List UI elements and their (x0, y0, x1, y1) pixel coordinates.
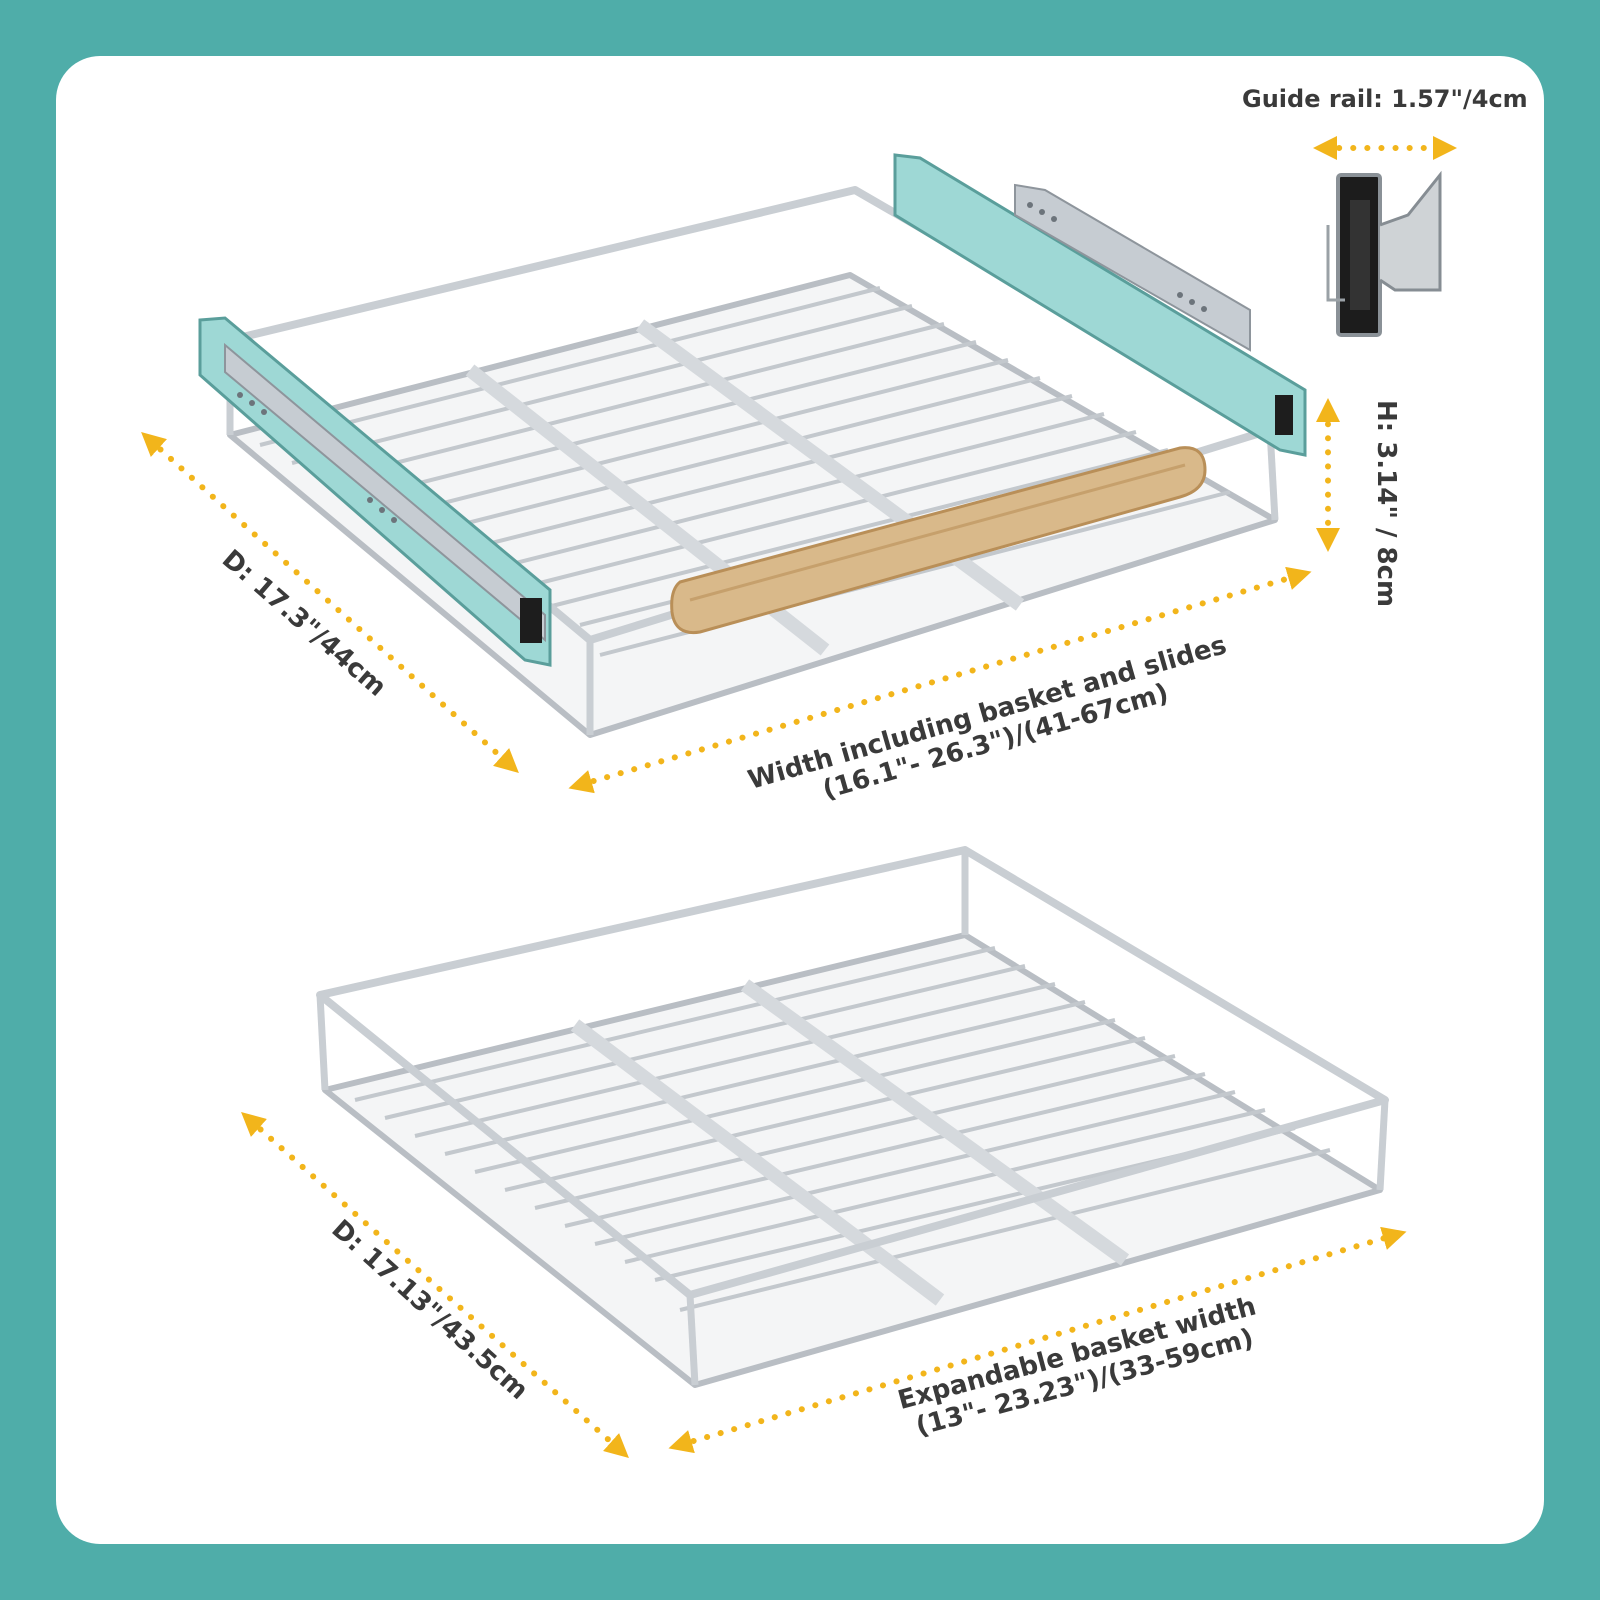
guide-rail-cross-section-icon (1326, 170, 1442, 337)
height-label: H: 3.14" / 8cm (1371, 400, 1401, 608)
basket-with-slides-icon (198, 153, 1307, 738)
right-slide-rail-icon (893, 153, 1307, 457)
dotted-double-arrow-icon (241, 1112, 1407, 1458)
dotted-double-arrow-icon (141, 136, 1457, 794)
guide-rail-label: Guide rail: 1.57"/4cm (1242, 85, 1528, 113)
